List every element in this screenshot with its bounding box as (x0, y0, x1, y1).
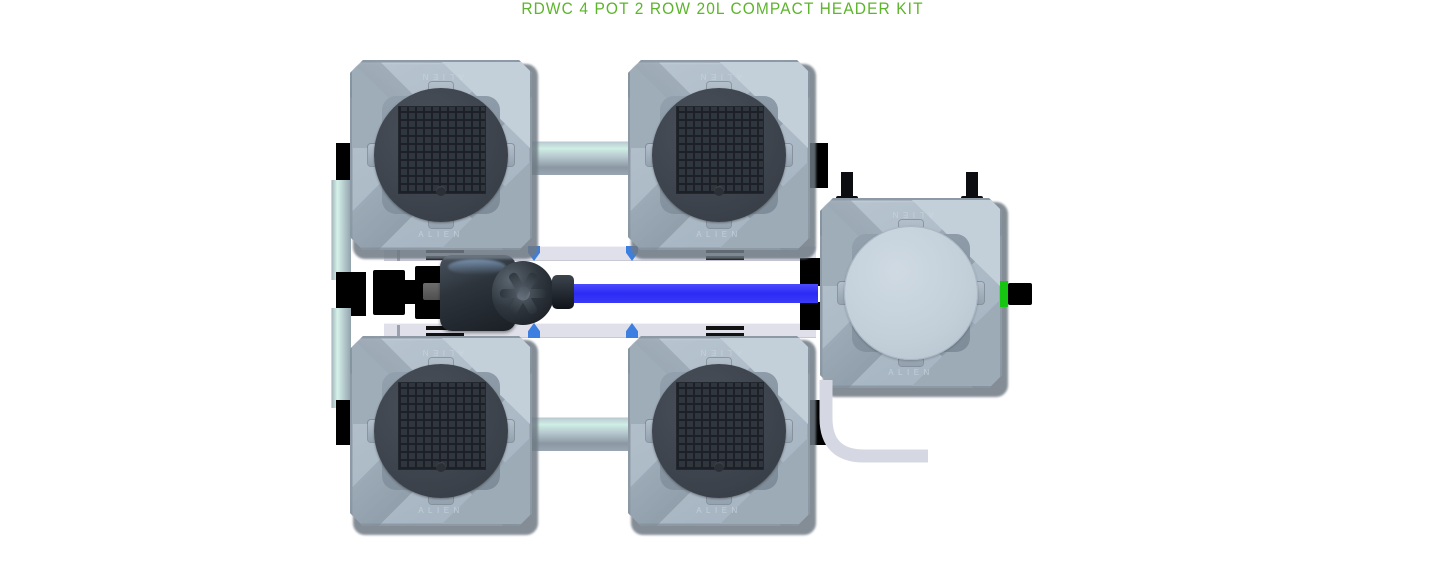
pot-bottom-right[interactable]: ALIEN ALIEN (628, 336, 816, 535)
pot-lid[interactable] (374, 88, 508, 222)
pot-port-dot (436, 185, 446, 196)
header-post-right (966, 172, 978, 200)
pot-body: ALIEN ALIEN (350, 60, 532, 250)
pot-lid[interactable] (652, 88, 786, 222)
pot-lid[interactable] (652, 364, 786, 498)
pot-top-right[interactable]: ALIEN ALIEN (628, 60, 816, 259)
left-return-pipe-lower (331, 308, 351, 408)
pot-brand-top: ALIEN (696, 72, 742, 81)
manifold-mark-lower-d (706, 333, 744, 337)
pot-bottom-left[interactable]: ALIEN ALIEN (350, 336, 538, 535)
pot-body: ALIEN ALIEN (350, 336, 532, 526)
header-body: ALIEN ALIEN (820, 198, 1002, 388)
impeller-blade (516, 288, 546, 298)
pot-port-dot (436, 461, 446, 472)
valve-neck (403, 280, 417, 304)
connector-pipe-bottom-row (528, 417, 636, 451)
pot-port-dot (714, 185, 724, 196)
header-lid[interactable] (844, 226, 978, 360)
header-junction-block-upper (800, 258, 822, 286)
pot-brand-bottom: ALIEN (696, 506, 742, 515)
header-brand-top: ALIEN (888, 210, 934, 219)
header-outlet-green (1000, 281, 1008, 307)
pump-highlight (448, 259, 506, 275)
pump-impeller (492, 261, 554, 325)
drain-hose (810, 378, 940, 473)
pot-body: ALIEN ALIEN (628, 336, 810, 526)
pot-mesh-grid (673, 102, 767, 197)
pot-brand-top: ALIEN (418, 348, 464, 357)
valve-body-left (373, 270, 405, 315)
pot-mesh-grid (395, 378, 489, 473)
manifold-endcap-lower-left (397, 325, 400, 338)
header-brand-bottom: ALIEN (888, 368, 934, 377)
connector-pipe-top-row (528, 141, 636, 175)
feed-pipe-blue (500, 284, 818, 303)
pot-lid[interactable] (374, 364, 508, 498)
page-title: RDWC 4 POT 2 ROW 20L COMPACT HEADER KIT (521, 0, 924, 19)
pot-brand-bottom: ALIEN (418, 506, 464, 515)
pot-brand-top: ALIEN (418, 72, 464, 81)
pot-port-dot (714, 461, 724, 472)
header-outlet-fitting (1008, 283, 1032, 305)
pot-top-left[interactable]: ALIEN ALIEN (350, 60, 538, 259)
pot-brand-bottom: ALIEN (418, 230, 464, 239)
header-post-left (841, 172, 853, 200)
header-reservoir[interactable]: ALIEN ALIEN (820, 198, 1008, 397)
water-pump[interactable] (400, 255, 574, 335)
pot-brand-top: ALIEN (696, 348, 742, 357)
header-junction-block-lower (800, 302, 822, 330)
left-return-pipe-upper (331, 180, 351, 280)
pot-mesh-grid (673, 378, 767, 473)
manifold-mark-lower-b (426, 333, 464, 337)
manifold-mark-lower-c (706, 326, 744, 330)
pot-mesh-grid (395, 102, 489, 197)
pot-body: ALIEN ALIEN (628, 60, 810, 250)
pot-brand-bottom: ALIEN (696, 230, 742, 239)
pump-outlet-cap (552, 275, 574, 309)
